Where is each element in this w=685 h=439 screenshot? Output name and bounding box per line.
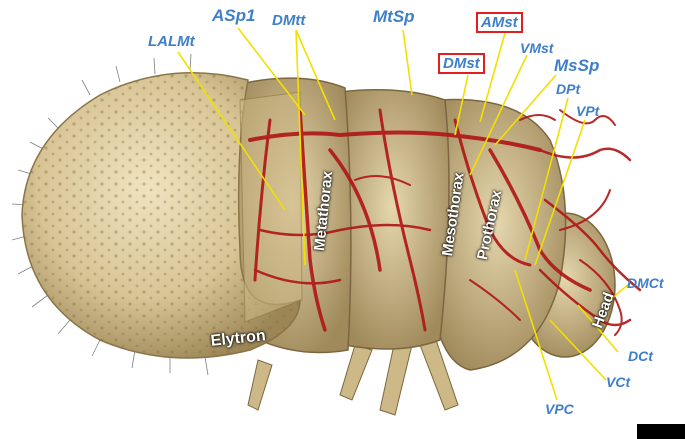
label-lalmt: LALMt (148, 33, 195, 50)
legs (247, 339, 459, 416)
label-dmct: DMCt (627, 275, 664, 291)
label-dct: DCt (628, 348, 653, 364)
elytron-texture (22, 72, 300, 359)
label-vpt: VPt (576, 103, 600, 119)
tracheal-network (248, 108, 642, 336)
label-mtsp: MtSp (373, 7, 415, 26)
label-dpt: DPt (556, 81, 581, 97)
label-vmst: VMst (520, 40, 554, 56)
elytron-cut-panel (239, 91, 303, 323)
leader-lines (177, 27, 631, 401)
label-dmtt: DMtt (272, 12, 306, 29)
label-dmst: DMst (438, 53, 485, 74)
label-vct: VCt (606, 374, 631, 390)
mesothorax-segment (335, 89, 450, 350)
label-vpc: VPC (545, 401, 574, 417)
scale-bar (637, 424, 685, 439)
label-asp1: ASp1 (212, 6, 256, 25)
label-mssp: MsSp (554, 56, 600, 75)
label-amst: AMst (476, 12, 523, 33)
